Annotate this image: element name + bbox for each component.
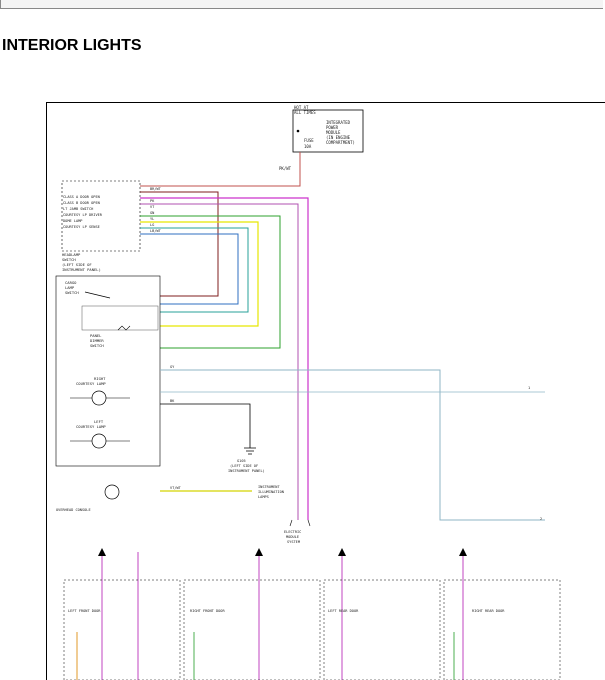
violet-wire-label: VT xyxy=(150,205,155,209)
green-wire-label: GN xyxy=(150,211,154,215)
gray-wire xyxy=(160,369,545,521)
light-green-wire xyxy=(140,227,249,313)
edge-ref-1: 1 xyxy=(528,386,530,390)
ipm-label-3: MODULE xyxy=(326,130,341,135)
black-ground-wire xyxy=(160,403,251,448)
illumination-label-2: ILLUMINATION xyxy=(258,490,284,494)
edge-ref-2: 2 xyxy=(540,517,542,521)
green-wire xyxy=(140,215,281,349)
illumination-label-3: LAMPS xyxy=(258,495,269,499)
left-courtesy-lamp-icon xyxy=(91,433,107,449)
switch-pin-1: CLASS A DOOR OPEN xyxy=(63,195,100,199)
door-label-lf: LEFT FRONT DOOR xyxy=(68,609,101,613)
yellow-wire-label: YL xyxy=(150,217,154,221)
dimmer-label-2: DIMMER xyxy=(90,338,104,343)
fuse-terminal-icon xyxy=(296,129,300,133)
dimmer-resistor-icon xyxy=(117,325,131,331)
door-label-lr: LEFT REAR DOOR xyxy=(328,609,359,613)
switch-caption-4: INSTRUMENT PANEL) xyxy=(62,267,101,272)
module-connectors xyxy=(289,519,311,527)
door-feed-wires xyxy=(101,552,464,680)
courtesy-lamp-leads xyxy=(70,397,130,442)
switch-pin-3: LT JAMB SWITCH xyxy=(63,207,93,211)
switch-pin-2: CLASS B DOOR OPEN xyxy=(63,201,100,205)
gray-wire-label: GY xyxy=(170,365,175,369)
cargo-switch-contact xyxy=(84,291,111,299)
blue-wire xyxy=(140,233,239,305)
ground-label-3: INSTRUMENT PANEL) xyxy=(228,469,265,473)
ground-label-2: (LEFT SIDE OF xyxy=(230,464,258,468)
door-section-rf xyxy=(183,579,321,680)
ipm-label-4: (IN ENGINE xyxy=(326,135,351,140)
feed-wire-label: PK/WT xyxy=(279,166,292,171)
ground-icon xyxy=(244,447,256,455)
door-section-rr xyxy=(443,579,561,680)
switch-pin-5: DOME LAMP xyxy=(63,219,82,223)
lower-switch-housing xyxy=(55,275,161,467)
light-green-wire-label: LG xyxy=(150,223,154,227)
dimmer-box xyxy=(81,305,159,331)
dimmer-label: PANEL xyxy=(90,333,102,338)
switch-caption-1: HEADLAMP xyxy=(62,252,81,257)
connector-arrows xyxy=(98,548,467,556)
ipm-label-2: POWER xyxy=(326,125,339,130)
blue-wire-label: LB/WT xyxy=(150,229,162,233)
module-label-2: MODULE xyxy=(286,535,299,539)
top-toolbar xyxy=(0,0,603,9)
violet-wire xyxy=(140,203,299,520)
yellow-wire xyxy=(140,221,259,327)
fuse-rating: 10A xyxy=(304,144,312,149)
switch-pin-4: COURTESY LP DRIVER xyxy=(63,213,103,217)
brown-wire xyxy=(140,191,219,297)
right-courtesy-label-2: COURTESY LAMP xyxy=(76,381,106,386)
fuse-label: FUSE xyxy=(304,138,314,143)
left-courtesy-label-2: COURTESY LAMP xyxy=(76,424,106,429)
feed-wire xyxy=(140,152,301,187)
door-label-rr: RIGHT REAR DOOR xyxy=(472,609,505,613)
ipm-label: INTEGRATED xyxy=(326,120,351,125)
module-label-3: SYSTEM xyxy=(287,540,301,544)
fuse-hot-label: HOT AT xyxy=(294,105,309,110)
black-wire-label: BK xyxy=(170,399,175,403)
door-label-rf: RIGHT FRONT DOOR xyxy=(190,609,225,613)
right-courtesy-lamp-icon xyxy=(91,390,107,406)
cargo-lamp-label-3: SWITCH xyxy=(65,290,79,295)
door-section-lf xyxy=(63,579,181,680)
switch-caption-2: SWITCH xyxy=(62,257,76,262)
ground-label: G105 xyxy=(237,459,246,463)
cargo-lamp-label: CARGO xyxy=(65,280,77,285)
illumination-wire-label: VT/WT xyxy=(170,486,182,490)
pink-wire xyxy=(140,197,309,520)
brown-wire-label: BR/WT xyxy=(150,187,162,191)
dimmer-label-3: SWITCH xyxy=(90,343,104,348)
module-label: ELECTRIC xyxy=(284,530,301,534)
illumination-label: INSTRUMENT xyxy=(258,485,280,489)
cargo-lamp-label-2: LAMP xyxy=(65,285,75,290)
ipm-label-5: COMPARTMENT) xyxy=(326,140,355,145)
fuse-hot-label-2: ALL TIMES xyxy=(294,110,316,115)
door-section-lr xyxy=(323,579,441,680)
diagram-sheet xyxy=(46,102,605,680)
fuse-block xyxy=(292,109,364,153)
pink-wire-label: PK xyxy=(150,199,155,203)
page-title: INTERIOR LIGHTS xyxy=(2,37,142,54)
left-courtesy-label: LEFT xyxy=(94,419,104,424)
switch-caption-3: (LEFT SIDE OF xyxy=(62,262,92,267)
illumination-lamp-icon xyxy=(104,484,120,500)
overhead-console-label: OVERHEAD CONSOLE xyxy=(56,508,91,512)
switch-pin-6: COURTESY LP SENSE xyxy=(63,225,100,229)
right-courtesy-label: RIGHT xyxy=(94,376,106,381)
